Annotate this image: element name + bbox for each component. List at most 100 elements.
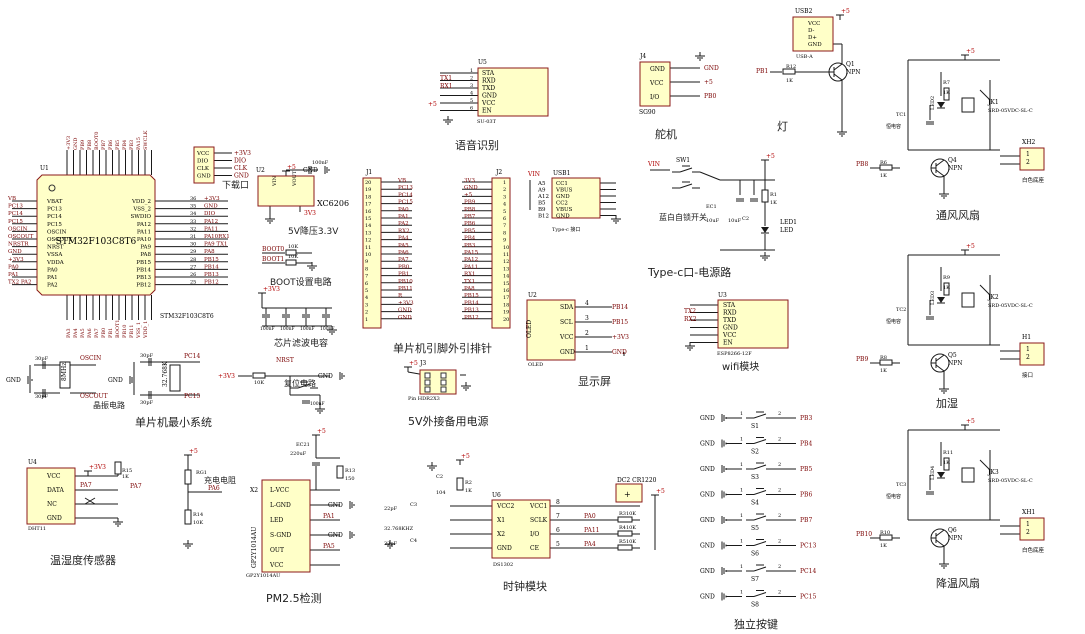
key-pin: 2 <box>778 411 781 417</box>
gnd-label: GND <box>700 594 715 601</box>
led-symbol <box>937 102 945 108</box>
swd-net: DIO <box>234 158 246 165</box>
mcu-top-net: BOOT0 <box>94 132 100 150</box>
usb-part: USB-A <box>796 54 813 60</box>
header-pin-num: 1 <box>365 317 368 323</box>
rtc-cap: C2 <box>436 474 443 480</box>
header-net: PB5 <box>464 228 476 234</box>
title-reset: 复位电路 <box>284 379 316 388</box>
fan-q-type: NPN <box>948 535 963 542</box>
header-pin-num: 5 <box>503 209 506 215</box>
header-net: PA7 <box>398 257 409 263</box>
mcu-pin-num: 26 <box>190 272 196 278</box>
wire <box>935 529 945 537</box>
rtc-net: PA11 <box>584 527 599 534</box>
header-pin-num: 15 <box>503 281 509 287</box>
crystal-freq: 8MHz <box>61 363 68 381</box>
relay-coil <box>961 97 975 113</box>
key-pin: 2 <box>778 462 781 468</box>
fan-net: PB9 <box>856 356 868 363</box>
rtc-net: PA0 <box>584 513 596 520</box>
gnd-label: GND <box>700 492 715 499</box>
ext-power-label: Pin HDR2X3 <box>408 396 440 402</box>
mcu-pin: PA1 <box>47 275 58 281</box>
dht-pin: NC <box>47 501 57 508</box>
mcu-bottom-net: PB1 <box>108 328 114 338</box>
mcu-bottom-net: PA7 <box>94 328 100 338</box>
fan-connector <box>1019 147 1045 171</box>
pm25-pin: OUT <box>270 547 284 554</box>
usb-pin: GND <box>808 42 822 48</box>
fan-relay: JK2 <box>987 294 999 301</box>
header-pin-num: 19 <box>503 310 509 316</box>
mcu-net: PA11 <box>204 226 218 232</box>
mcu-net: PC14 <box>8 211 23 217</box>
crystal-cap: 30pF <box>35 356 49 362</box>
mcu-pin-num: 29 <box>190 249 196 255</box>
wifi-part: ESP8266-12F <box>717 351 752 357</box>
swd-net: GND <box>234 173 249 180</box>
rtc-pin: SCLK <box>530 517 548 524</box>
wire <box>753 566 767 572</box>
header-pin-num: 8 <box>503 230 506 236</box>
oled-module <box>526 299 576 361</box>
typec-part: Type-c 接口 <box>552 226 580 233</box>
pm25-ec-val: 220uF <box>290 451 307 457</box>
fan-transistor <box>930 353 950 373</box>
rtc-r2 <box>456 477 464 491</box>
voice-net: RX1 <box>440 83 453 90</box>
rtc-pin: GND <box>497 545 512 552</box>
header-pin-num: 10 <box>503 245 509 251</box>
fan-r-val: 1K <box>880 173 887 179</box>
mcu-pin-num: 31 <box>190 234 196 240</box>
swd-pin: GND <box>197 174 211 180</box>
ldo-ref: U2 <box>256 167 265 174</box>
header-net: PB13 <box>464 308 479 314</box>
power-label: +5 <box>317 428 326 435</box>
fan-resistor <box>943 87 950 101</box>
mcu-ref: U1 <box>40 165 49 172</box>
header-net: PC13 <box>398 185 413 191</box>
voice-pin: EN <box>482 108 492 115</box>
header-pin-num: 3 <box>365 302 368 308</box>
usb-ref: USB2 <box>795 8 813 15</box>
voice-part: SU-03T <box>477 119 497 125</box>
title-rain: 充电电阻 <box>204 476 236 485</box>
rtc-battery-symbol <box>615 483 643 503</box>
rtc-resistor <box>617 530 633 537</box>
swd-net: +3V3 <box>234 150 251 157</box>
filter-cap-val: 100nF <box>260 326 275 332</box>
rtc-pin: X1 <box>497 517 505 524</box>
header-pin-num: 8 <box>365 266 368 272</box>
swd-pin: DIO <box>197 159 209 165</box>
fan-transistor <box>930 158 950 178</box>
header-net: PB15 <box>464 293 479 299</box>
pm25-resistor <box>336 465 344 479</box>
mcu-chip <box>36 174 156 296</box>
header-net: PC14 <box>398 192 413 198</box>
header-pin-num: 20 <box>365 180 371 186</box>
filter-cap-val: 100nF <box>300 326 315 332</box>
switch-vin: VIN <box>647 161 660 168</box>
mcu-pin-num: 33 <box>190 219 196 225</box>
mcu-pin: PC13 <box>47 207 62 213</box>
fan-r2: R7 <box>943 80 950 86</box>
ldo-chip <box>257 175 315 207</box>
fan-relay: JK1 <box>987 99 999 106</box>
fan-q: Q5 <box>948 352 957 359</box>
boot-res-val: 10K <box>288 254 298 260</box>
crystal-cap: 30pF <box>140 353 154 359</box>
header-pin-num: 17 <box>365 202 371 208</box>
fan-connector <box>1019 517 1045 541</box>
key-ref: S8 <box>751 602 759 609</box>
mcu-net: PB13 <box>204 272 219 278</box>
typec-ec1-val: 10uF <box>706 218 720 224</box>
mcu-pin-num: 36 <box>190 196 196 202</box>
wifi-pin: GND <box>723 325 738 332</box>
mcu-net: OSCOUT <box>8 234 34 240</box>
battery-plus: + <box>624 490 631 499</box>
mcu-bottom-net: PA3 <box>66 328 72 338</box>
reset-net: NRST <box>276 357 294 364</box>
mcu-pin: PA12 <box>137 222 151 228</box>
